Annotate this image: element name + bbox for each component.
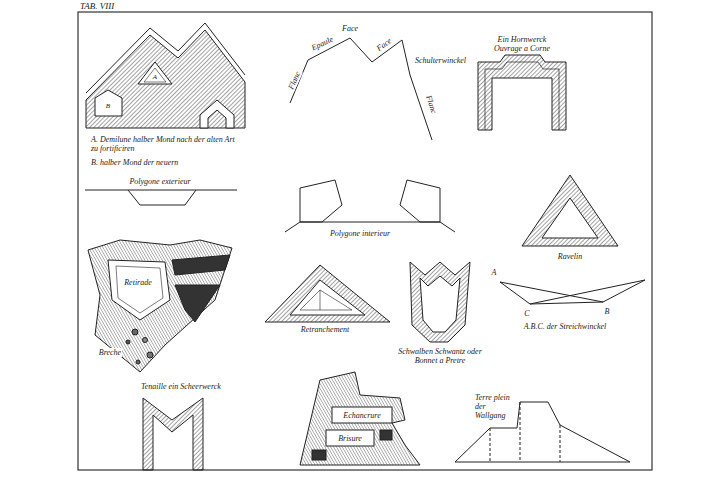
figure-label: A	[152, 73, 158, 81]
figure-label: Echancrure	[342, 411, 381, 420]
breach-figure	[172, 255, 230, 275]
rampart-profile	[560, 425, 561, 462]
figure-label: B	[604, 307, 611, 316]
figure-label: Epaule	[309, 34, 335, 53]
polygone-exterieur-figure	[85, 190, 237, 205]
echancrure-figure	[332, 407, 392, 423]
figure-label: Tenaille ein Scheerwerck	[140, 382, 222, 391]
breach-figure	[88, 240, 232, 372]
echancrure-figure	[300, 372, 420, 465]
retranchement-figure	[290, 280, 365, 315]
breach-figure	[88, 240, 232, 372]
tenaille-figure	[143, 398, 203, 470]
figure-label: Schwalben Schwantz oder Bonnet a Pretre	[389, 347, 491, 365]
flanking-angle-figure	[500, 280, 645, 304]
breach-figure	[147, 352, 153, 358]
figure-label: Polygone interieur	[329, 229, 391, 238]
swallowtail-figure	[410, 262, 470, 342]
retranchement-figure	[320, 290, 321, 310]
figure-label: Brisure	[337, 434, 363, 443]
bastion-outline	[290, 38, 432, 140]
ravelin-figure	[542, 198, 598, 238]
swallowtail-figure	[420, 276, 460, 332]
hornwork-figure	[478, 55, 566, 130]
figure-label: Ein Hornwerck Ouvrage a Corne	[484, 35, 561, 53]
rampart-profile	[520, 402, 521, 462]
echancrure-figure	[300, 372, 420, 465]
bastion-outline	[290, 38, 432, 140]
breach-figure	[175, 285, 220, 322]
breach-figure	[126, 340, 130, 344]
figure-label: Breche	[98, 348, 122, 357]
breach-figure	[116, 266, 163, 313]
demilune-figure	[200, 100, 234, 128]
polygone-exterieur-figure	[128, 190, 196, 205]
breach-figure	[143, 338, 148, 343]
echancrure-figure	[326, 430, 374, 446]
figure-label: B. halber Mond der neuern	[90, 158, 179, 167]
retranchement-figure	[300, 290, 352, 310]
breach-figure	[132, 329, 138, 335]
polygone-interieur-figure	[300, 180, 342, 222]
demilune-figure	[86, 23, 245, 93]
flanking-angle-figure	[500, 280, 645, 304]
figure-label: Retirade	[123, 278, 153, 287]
demilune-figure	[86, 23, 245, 128]
echancrure-figure	[312, 450, 326, 460]
figure-label: Ravelin	[557, 252, 583, 261]
figure-label: Polygone exterieur	[128, 177, 191, 186]
hornwork-figure	[478, 55, 566, 130]
figure-label: Schulterwinckel	[414, 56, 467, 65]
figure-label: Face	[374, 35, 394, 53]
figure-label: Terre plein der Wallgang	[474, 393, 516, 420]
hornwork-figure	[485, 62, 559, 130]
figure-label: A. Demilune halber Mond nach der alten A…	[90, 135, 242, 153]
figure-label: A	[491, 268, 498, 277]
polygone-exterieur-figure	[85, 190, 237, 191]
tenaille-figure	[143, 398, 203, 470]
echancrure-figure	[380, 430, 392, 440]
ravelin-figure	[522, 175, 618, 246]
rampart-profile	[490, 428, 491, 462]
ravelin-figure	[522, 175, 618, 246]
figure-label: A.B.C. der Streichwinckel	[523, 322, 608, 331]
plate-frame	[78, 12, 652, 470]
breach-figure	[108, 260, 170, 320]
figure-label: Retranchement	[300, 325, 350, 334]
polygone-interieur-figure	[400, 180, 440, 222]
demilune-figure	[144, 68, 166, 82]
flanking-angle-figure	[530, 280, 645, 304]
plate-number: TAB. VIII	[80, 1, 114, 11]
figure-label: Face	[341, 24, 359, 33]
demilune-figure	[138, 62, 172, 84]
figure-label: C	[523, 309, 530, 318]
polygone-interieur-figure	[285, 180, 455, 232]
breach-figure	[136, 360, 140, 364]
retranchement-figure	[265, 265, 390, 322]
figure-label: Flanc	[423, 93, 438, 115]
figure-label: Flanc	[286, 69, 303, 92]
swallowtail-figure	[410, 262, 470, 342]
retranchement-figure	[265, 265, 390, 322]
demilune-figure	[95, 90, 122, 116]
figure-label: B	[105, 102, 111, 110]
